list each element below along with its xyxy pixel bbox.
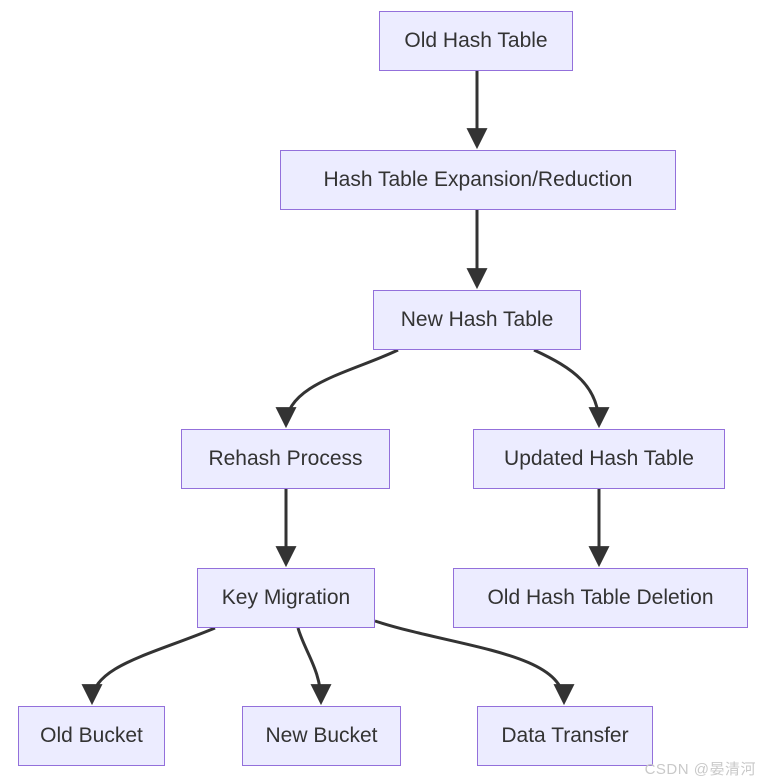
- watermark: CSDN @晏清河: [644, 761, 756, 778]
- node-label: Updated Hash Table: [504, 447, 694, 470]
- node-rehash-process: Rehash Process: [181, 429, 390, 489]
- node-new-bucket: New Bucket: [242, 706, 401, 766]
- edge-key-migration-to-data-transfer: [374, 619, 575, 706]
- node-old-hash-table-deletion: Old Hash Table Deletion: [453, 568, 748, 628]
- node-label: Old Hash Table: [404, 29, 548, 52]
- node-old-bucket: Old Bucket: [18, 706, 165, 766]
- node-label: Data Transfer: [501, 724, 629, 747]
- node-old-hash-table: Old Hash Table: [379, 11, 573, 71]
- node-label: Hash Table Expansion/Reduction: [323, 168, 633, 191]
- node-hash-table-expansion-reduction: Hash Table Expansion/Reduction: [280, 150, 676, 210]
- node-label: New Hash Table: [400, 308, 554, 331]
- node-key-migration: Key Migration: [197, 568, 375, 628]
- node-data-transfer: Data Transfer: [477, 706, 653, 766]
- edge-new-hash-table-to-rehash: [275, 348, 399, 429]
- node-label: New Bucket: [265, 724, 378, 747]
- node-label: Old Bucket: [40, 724, 143, 747]
- node-label: Old Hash Table Deletion: [487, 586, 714, 609]
- node-label: Rehash Process: [208, 447, 363, 470]
- edge-key-migration-to-old-bucket: [81, 626, 216, 706]
- node-new-hash-table: New Hash Table: [373, 290, 581, 350]
- edge-new-hash-table-to-updated: [533, 348, 610, 429]
- edge-key-migration-to-new-bucket: [296, 627, 332, 706]
- node-label: Key Migration: [221, 586, 351, 609]
- node-updated-hash-table: Updated Hash Table: [473, 429, 725, 489]
